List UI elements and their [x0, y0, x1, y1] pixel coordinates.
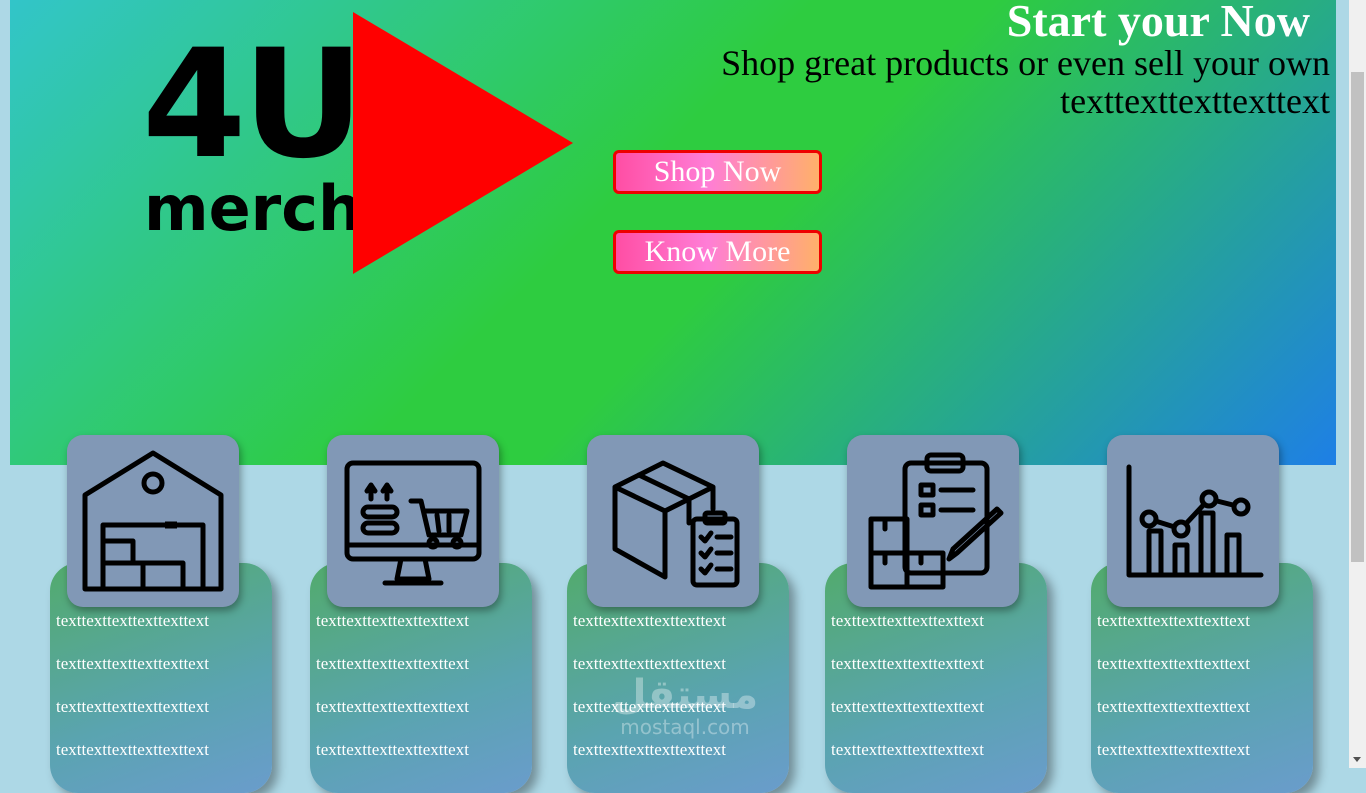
- vertical-scrollbar[interactable]: [1349, 0, 1366, 768]
- card-text-line: texttexttexttexttexttext: [56, 611, 209, 630]
- know-more-button[interactable]: Know More: [613, 230, 822, 274]
- card-text-line: texttexttexttexttexttext: [316, 740, 469, 759]
- watermark-latin: mostaql.com: [620, 715, 750, 739]
- card-text-line: texttexttexttexttexttext: [1097, 611, 1250, 630]
- card-text-line: texttexttexttexttexttext: [1097, 740, 1250, 759]
- hero-banner: 4U merch Start your Now Shop great produ…: [10, 0, 1336, 465]
- hero-subtitle-text: texttexttexttexttext: [1060, 81, 1330, 121]
- watermark-arabic: مستقل: [611, 672, 759, 718]
- online-shop-icon: [344, 460, 482, 586]
- analytics-chart-icon-box: [1107, 435, 1279, 607]
- card-text-line: texttexttexttexttexttext: [1097, 654, 1250, 673]
- card-text-line: texttexttexttexttexttext: [573, 654, 726, 673]
- online-shop-icon-box: [327, 435, 499, 607]
- logo-4u: 4U: [142, 18, 364, 192]
- card-text-line: texttexttexttexttexttext: [56, 740, 209, 759]
- card-text-line: texttexttexttexttexttext: [831, 740, 984, 759]
- card-text-line: texttexttexttexttexttext: [316, 654, 469, 673]
- warehouse-icon: [82, 450, 224, 592]
- package-checklist-icon: [612, 460, 740, 588]
- scrollbar-thumb[interactable]: [1351, 72, 1364, 562]
- watermark: مستقل mostaql.com: [600, 675, 770, 739]
- card-text-line: texttexttexttexttexttext: [316, 697, 469, 716]
- scroll-down-icon[interactable]: [1353, 757, 1361, 762]
- card-text-line: texttexttexttexttexttext: [831, 697, 984, 716]
- card-text-line: texttexttexttexttexttext: [573, 740, 726, 759]
- play-icon: [353, 12, 573, 274]
- card-text-line: texttexttexttexttexttext: [573, 697, 726, 716]
- hero-subtitle: Shop great products or even sell your ow…: [721, 43, 1330, 83]
- inventory-clipboard-icon: [868, 452, 1004, 590]
- card-text-line: texttexttexttexttexttext: [56, 654, 209, 673]
- analytics-chart-icon: [1126, 464, 1264, 578]
- card-text-line: texttexttexttexttexttext: [56, 697, 209, 716]
- package-checklist-icon-box: [587, 435, 759, 607]
- card-text-line: texttexttexttexttexttext: [573, 611, 726, 630]
- warehouse-icon-box: [67, 435, 239, 607]
- hero-title: Start your Now: [1006, 0, 1310, 46]
- shop-now-button[interactable]: Shop Now: [613, 150, 822, 194]
- card-text-line: texttexttexttexttexttext: [831, 611, 984, 630]
- logo-merch: merch: [144, 172, 363, 245]
- card-text-line: texttexttexttexttexttext: [316, 611, 469, 630]
- card-text-line: texttexttexttexttexttext: [1097, 697, 1250, 716]
- inventory-clipboard-icon-box: [847, 435, 1019, 607]
- card-text-line: texttexttexttexttexttext: [831, 654, 984, 673]
